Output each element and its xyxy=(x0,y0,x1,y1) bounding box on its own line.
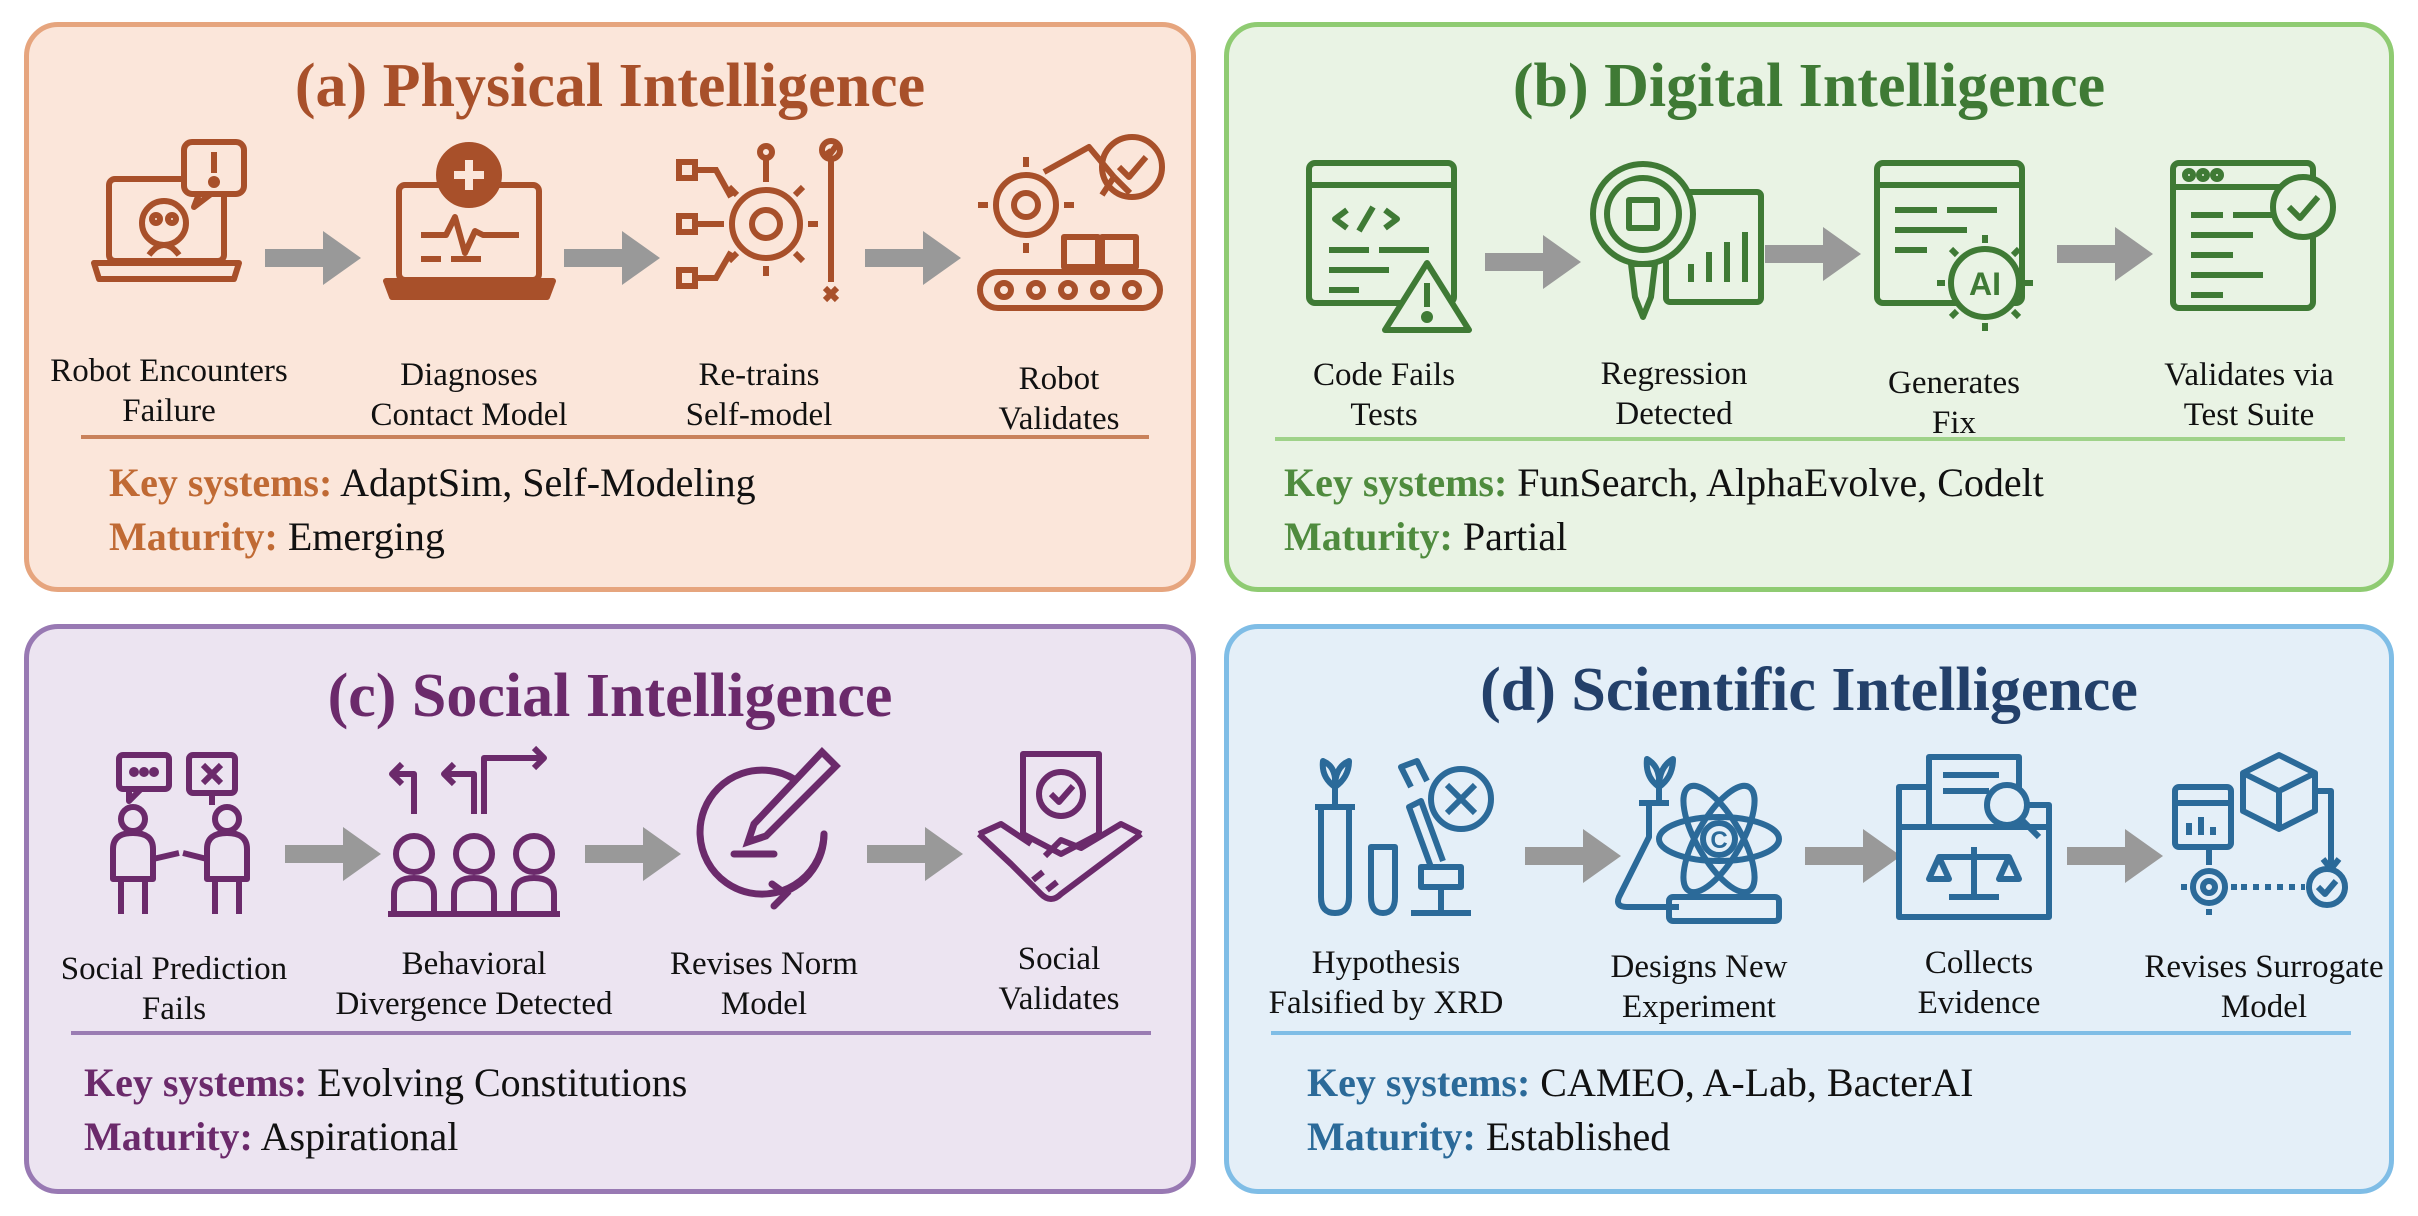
window-check-icon xyxy=(2170,160,2336,311)
arrow-icon xyxy=(585,827,681,881)
arrow-icon xyxy=(865,231,961,285)
maturity-row: Maturity: Established xyxy=(1307,1111,1670,1163)
svg-text:AI: AI xyxy=(1969,266,2001,302)
arrow-icon xyxy=(564,231,660,285)
maturity-row: Maturity: Aspirational xyxy=(84,1111,458,1163)
key-systems-value: Evolving Constitutions xyxy=(317,1060,688,1105)
svg-text:C: C xyxy=(1710,827,1727,854)
maturity-value: Established xyxy=(1485,1114,1671,1159)
panel-divider xyxy=(71,1031,1151,1035)
maturity-value: Emerging xyxy=(287,514,445,559)
panel-title: (c) Social Intelligence xyxy=(327,662,893,730)
panel-divider xyxy=(1275,437,2345,441)
key-systems-label: Key systems: xyxy=(1284,460,1508,505)
key-systems-value: FunSearch, AlphaEvolve, Codelt xyxy=(1517,460,2044,505)
folder-scales-icon xyxy=(1896,754,2052,920)
maturity-label: Maturity: xyxy=(1284,514,1453,559)
panel-title: (a) Physical Intelligence xyxy=(294,52,926,120)
robot-arm-conveyor-icon xyxy=(977,134,1165,311)
arrow-icon xyxy=(285,827,381,881)
arrow-icon xyxy=(2067,829,2163,883)
code-warning-icon xyxy=(1306,160,1472,333)
flask-atom-icon: C xyxy=(1615,756,1782,924)
maturity-label: Maturity: xyxy=(109,514,278,559)
maturity-row: Maturity: Partial xyxy=(1284,511,1567,563)
arrow-icon xyxy=(2057,227,2153,281)
maturity-value: Partial xyxy=(1462,514,1568,559)
panel-social: (c) Social Intelligence Social Predictio… xyxy=(24,624,1196,1194)
maturity-label: Maturity: xyxy=(84,1114,253,1159)
ai-window-icon: AI xyxy=(1874,160,2033,331)
microscope-cross-icon xyxy=(1315,758,1494,916)
maturity-label: Maturity: xyxy=(1307,1114,1476,1159)
key-systems-label: Key systems: xyxy=(109,460,333,505)
maturity-value: Aspirational xyxy=(260,1114,459,1159)
key-systems-row: Key systems: AdaptSim, Self-Modeling xyxy=(109,457,756,509)
arrow-icon xyxy=(265,231,361,285)
people-speech-icon xyxy=(110,752,250,914)
panel-title: (b) Digital Intelligence xyxy=(1512,52,2106,120)
key-systems-label: Key systems: xyxy=(84,1060,308,1105)
panel-physical: (a) Physical Intelligence Robot Encounte… xyxy=(24,22,1196,592)
panel-divider xyxy=(1271,1031,2351,1035)
arrow-icon xyxy=(1765,227,1861,281)
laptop-robot-alert-icon xyxy=(91,139,247,282)
key-systems-value: CAMEO, A-Lab, BacterAI xyxy=(1540,1060,1974,1105)
pen-refresh-icon xyxy=(696,746,841,910)
key-systems-label: Key systems: xyxy=(1307,1060,1531,1105)
cube-pipeline-icon xyxy=(2172,752,2348,915)
arrow-icon xyxy=(867,827,963,881)
arrow-icon xyxy=(1525,829,1621,883)
network-gear-icon xyxy=(676,138,843,303)
panel-title: (d) Scientific Intelligence xyxy=(1480,656,2138,724)
maturity-row: Maturity: Emerging xyxy=(109,511,445,563)
key-systems-row: Key systems: Evolving Constitutions xyxy=(84,1057,687,1109)
arrow-icon xyxy=(1485,235,1581,289)
key-systems-row: Key systems: CAMEO, A-Lab, BacterAI xyxy=(1307,1057,1974,1109)
handshake-check-icon xyxy=(976,751,1143,902)
group-divergence-icon xyxy=(388,745,560,917)
arrow-icon xyxy=(1805,829,1901,883)
magnifier-chart-icon xyxy=(1590,161,1764,320)
key-systems-value: AdaptSim, Self-Modeling xyxy=(340,460,756,505)
panel-divider xyxy=(81,435,1149,439)
medical-monitor-icon xyxy=(383,142,556,300)
key-systems-row: Key systems: FunSearch, AlphaEvolve, Cod… xyxy=(1284,457,2044,509)
